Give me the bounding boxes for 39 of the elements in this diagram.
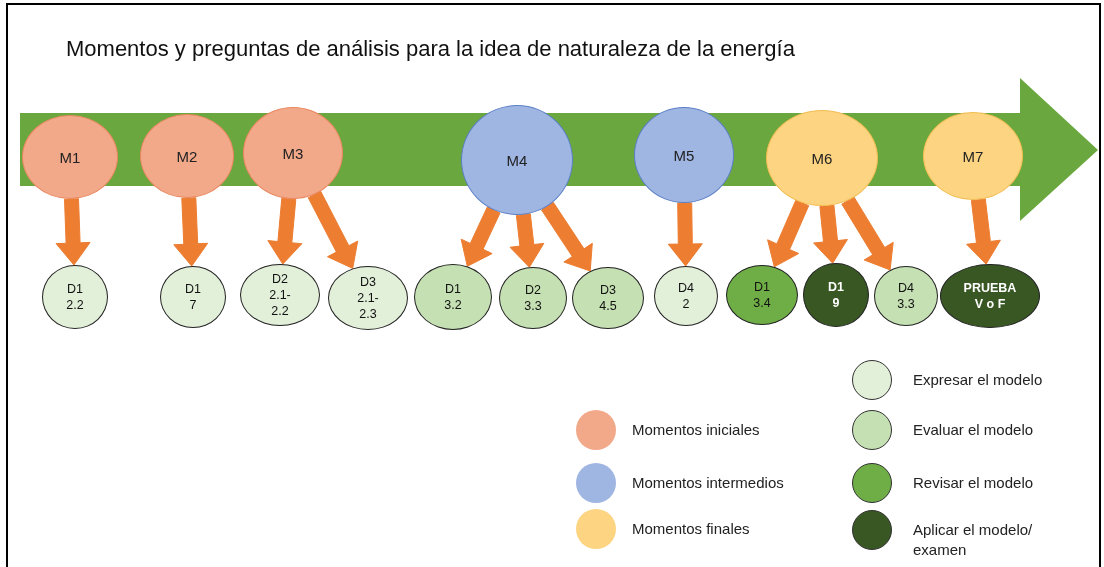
title: Momentos y preguntas de análisis para la idea de naturaleza de la energía [66, 36, 795, 62]
node-label: D1 9 [827, 278, 845, 312]
block-arrow [460, 206, 501, 267]
legend-label: Aplicar el modelo/ examen [913, 520, 1034, 559]
legend-label: Momentos finales [632, 519, 751, 539]
block-arrow [767, 199, 810, 268]
legend-label: Evaluar el modelo [913, 420, 1035, 440]
node-label: D1 3.4 [752, 278, 772, 312]
block-arrow [509, 213, 545, 268]
node-label: M1 [59, 148, 81, 166]
node-label: D4 2 [677, 279, 695, 313]
legend-label: Revisar el modelo [913, 473, 1035, 493]
block-arrow [667, 202, 703, 267]
node-label: M6 [811, 149, 833, 167]
node-label: PRUEBA V o F [962, 279, 1018, 313]
node-label: M3 [282, 144, 304, 162]
node-label: D2 2.1- 2.2 [268, 270, 292, 320]
node-label: D1 2.2 [65, 280, 85, 314]
node-label: D3 2.1- 2.3 [356, 273, 380, 323]
node-label: D2 3.3 [523, 281, 543, 315]
node-label: M7 [962, 147, 984, 165]
legend-label: Expresar el modelo [913, 370, 1044, 390]
block-arrow [307, 190, 359, 269]
node-label: D1 3.2 [443, 280, 463, 314]
block-arrow [841, 196, 894, 271]
block-arrow [55, 198, 91, 266]
legend-label: Momentos intermedios [632, 473, 785, 493]
block-arrow [173, 197, 209, 267]
block-arrow [267, 197, 303, 265]
node-label: M5 [673, 146, 695, 164]
block-arrow [966, 198, 1001, 265]
block-arrow [813, 204, 848, 264]
block-arrow [541, 201, 593, 272]
legend-label: Momentos iniciales [632, 420, 761, 440]
node-label: D4 3.3 [896, 279, 916, 313]
node-label: M4 [506, 151, 528, 169]
node-label: D3 4.5 [598, 281, 618, 315]
node-label: D1 7 [184, 280, 202, 314]
node-label: M2 [176, 147, 198, 165]
